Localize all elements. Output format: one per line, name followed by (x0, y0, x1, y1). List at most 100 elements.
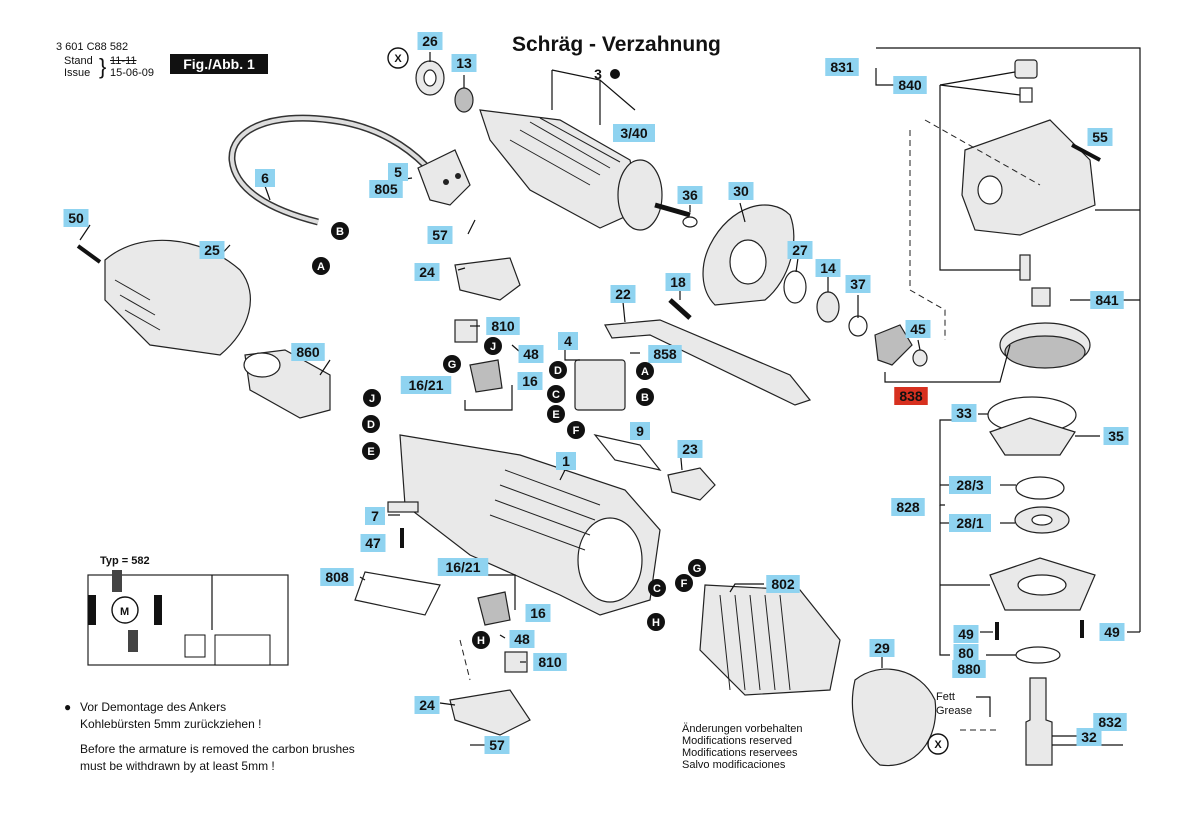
part-label-48: 48 (518, 345, 544, 363)
part-label-bg (677, 440, 703, 458)
part-label-841: 841 (1090, 291, 1124, 309)
callout-e: E (552, 409, 559, 421)
part-label-55: 55 (1087, 128, 1113, 146)
part-label-bg (486, 317, 520, 335)
issue-label: Issue (64, 67, 91, 79)
part-label-bg (893, 76, 927, 94)
callout-j-circle (484, 337, 502, 355)
part-label-text: 838 (899, 388, 923, 404)
part-label-16-21: 16/21 (400, 376, 452, 394)
part-label-text: 25 (204, 242, 220, 258)
part-label-bg (953, 625, 979, 643)
part-label-text: 37 (850, 276, 866, 292)
part-label-32: 32 (1076, 728, 1102, 746)
part-label-29: 29 (869, 639, 895, 657)
note-de-line2: Kohlebürsten 5mm zurückziehen ! (80, 717, 262, 731)
callout-f-circle (675, 574, 693, 592)
part-label-50: 50 (63, 209, 89, 227)
part-label-text: 1 (562, 453, 570, 469)
part-label-37: 37 (845, 275, 871, 293)
part-label-text: 30 (733, 183, 749, 199)
part-label-840: 840 (893, 76, 927, 94)
figure-label: Fig./Abb. 1 (170, 54, 268, 74)
part-label-text: 18 (670, 274, 686, 290)
part-label-18: 18 (665, 273, 691, 291)
part-label-bg (518, 345, 544, 363)
callout-b-circle (331, 222, 349, 240)
callout-h-circle (472, 631, 490, 649)
part-label-832: 832 (1093, 713, 1127, 731)
issue-value: 15-06-09 (110, 67, 155, 79)
part-label-1: 1 (556, 452, 576, 470)
part-label-bg (360, 534, 386, 552)
callout-x-circle (387, 47, 409, 69)
part-label-805: 805 (369, 180, 403, 198)
callout-f: F (573, 425, 580, 437)
part-label-bg (815, 259, 841, 277)
armature-note-marker (610, 69, 620, 79)
part-label-16: 16 (517, 372, 543, 390)
part-label-bg (509, 630, 535, 648)
part-label-880: 880 (952, 660, 986, 678)
part-label-bg (949, 514, 991, 532)
callout-d: D (367, 419, 375, 431)
part-label-text: 35 (1108, 428, 1124, 444)
part-label-bg (951, 404, 977, 422)
part-label-bg (400, 376, 452, 394)
stand-value: 11-11 (110, 55, 137, 67)
part-label-text: 840 (898, 77, 922, 93)
part-label-text: 29 (874, 640, 890, 656)
callout-g-circle (688, 559, 706, 577)
part-label-bg (556, 452, 576, 470)
part-label-bg (414, 263, 440, 281)
part-label-27: 27 (787, 241, 813, 259)
part-label-bg (728, 182, 754, 200)
part-label-bg (517, 372, 543, 390)
part-label-35: 35 (1103, 427, 1129, 445)
part-label-810-1: 810 (533, 653, 567, 671)
part-label-text: 23 (682, 441, 698, 457)
part-label-text: 13 (456, 55, 472, 71)
part-label-7: 7 (365, 507, 385, 525)
part-label-text: 28/1 (956, 515, 983, 531)
part-label-14: 14 (815, 259, 841, 277)
callout-x-circle (927, 733, 949, 755)
callout-h-circle (647, 613, 665, 631)
part-label-bg (613, 124, 655, 142)
leader-lines (79, 47, 1141, 746)
callout-a-circle (312, 257, 330, 275)
part-label-16-21-1: 16/21 (437, 558, 489, 576)
part-label-bg (952, 660, 986, 678)
callout-a: A (641, 366, 649, 378)
part-label-text: 858 (653, 346, 677, 362)
changes-de: Änderungen vorbehalten (682, 723, 803, 735)
part-label-22: 22 (610, 285, 636, 303)
part-label-858: 858 (648, 345, 682, 363)
part-label-bg (610, 285, 636, 303)
part-label-bg (1087, 128, 1113, 146)
part-label-3: 3 (594, 66, 602, 82)
part-label-bg (414, 696, 440, 714)
schematic-label: Typ = 582 (100, 555, 150, 567)
part-label-57: 57 (427, 226, 453, 244)
part-label-text: 810 (538, 654, 562, 670)
page-title: Schräg - Verzahnung (512, 33, 721, 56)
part-label-text: 808 (325, 569, 349, 585)
part-label-bg (869, 639, 895, 657)
part-label-26: 26 (417, 32, 443, 50)
part-label-text: 810 (491, 318, 515, 334)
part-label-text: 14 (820, 260, 836, 276)
part-label-text: 880 (957, 661, 981, 677)
note-marker: ● (64, 700, 72, 714)
part-label-text: 16/21 (445, 559, 480, 575)
part-label-bg (665, 273, 691, 291)
note-de-line1: Vor Demontage des Ankers (80, 700, 227, 714)
part-label-bg (648, 345, 682, 363)
part-label-text: 7 (371, 508, 379, 524)
note-en-line2: must be withdrawn by at least 5mm ! (80, 759, 275, 773)
part-label-text: 831 (830, 59, 854, 75)
callout-b: B (336, 226, 344, 238)
callout-b: B (641, 392, 649, 404)
callout-x: X (934, 739, 942, 751)
